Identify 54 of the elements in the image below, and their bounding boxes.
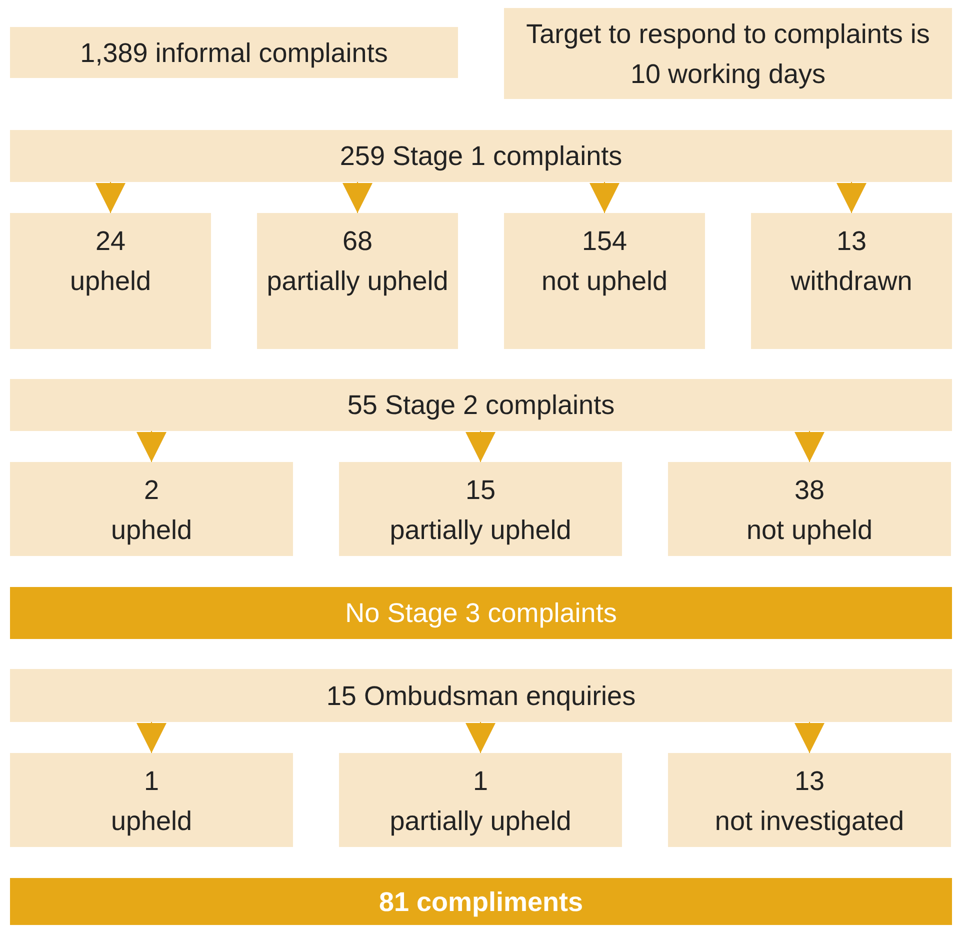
arrow bbox=[466, 430, 496, 462]
arrow bbox=[836, 182, 866, 214]
label-text: upheld bbox=[110, 805, 192, 838]
summary-box bbox=[10, 379, 952, 431]
arrow bbox=[590, 182, 620, 214]
label-text: No Stage 3 complaints bbox=[345, 597, 617, 630]
count-text: 24 bbox=[95, 225, 126, 258]
label-text: withdrawn bbox=[790, 265, 912, 298]
summary-box bbox=[504, 8, 952, 99]
summary-box bbox=[751, 213, 952, 349]
count-text: 154 bbox=[582, 225, 628, 258]
arrow bbox=[136, 430, 166, 462]
count-text: 13 bbox=[836, 225, 867, 258]
summary-box bbox=[504, 213, 705, 349]
summary-box bbox=[10, 213, 211, 349]
label-text: partially upheld bbox=[266, 265, 448, 298]
summary-box bbox=[10, 27, 458, 78]
summary-box bbox=[668, 462, 951, 556]
label-text: not upheld bbox=[541, 265, 668, 298]
label-text: upheld bbox=[70, 265, 152, 298]
summary-box bbox=[257, 213, 458, 349]
count-text: 1 bbox=[472, 765, 488, 798]
summary-box bbox=[10, 462, 293, 556]
label-text: 15 Ombudsman enquiries bbox=[326, 680, 636, 713]
summary-box bbox=[10, 753, 293, 847]
summary-box bbox=[339, 753, 622, 847]
summary-box bbox=[668, 753, 951, 847]
highlight-bar bbox=[10, 587, 952, 639]
highlight-bar bbox=[10, 878, 952, 925]
label-text: partially upheld bbox=[390, 805, 572, 838]
summary-box bbox=[10, 130, 952, 182]
arrow bbox=[96, 182, 126, 214]
arrow bbox=[342, 182, 372, 214]
arrow bbox=[466, 722, 496, 754]
count-text: 2 bbox=[144, 474, 160, 507]
label-text: Target to respond to complaints is 10 working days bbox=[525, 18, 931, 91]
label-text: 81 compliments bbox=[378, 886, 584, 919]
label-text: not upheld bbox=[746, 514, 873, 547]
label-text: upheld bbox=[110, 514, 192, 547]
summary-box bbox=[10, 669, 952, 722]
label-text: 55 Stage 2 complaints bbox=[347, 389, 615, 422]
count-text: 1 bbox=[144, 765, 160, 798]
count-text: 38 bbox=[794, 474, 825, 507]
arrow bbox=[136, 722, 166, 754]
arrow bbox=[794, 722, 824, 754]
arrow bbox=[794, 430, 824, 462]
count-text: 68 bbox=[342, 225, 373, 258]
count-text: 13 bbox=[794, 765, 825, 798]
label-text: 259 Stage 1 complaints bbox=[340, 140, 622, 173]
label-text: 1,389 informal complaints bbox=[80, 36, 388, 70]
label-text: partially upheld bbox=[390, 514, 572, 547]
count-text: 15 bbox=[465, 474, 496, 507]
label-text: not investigated bbox=[714, 805, 904, 838]
summary-box bbox=[339, 462, 622, 556]
